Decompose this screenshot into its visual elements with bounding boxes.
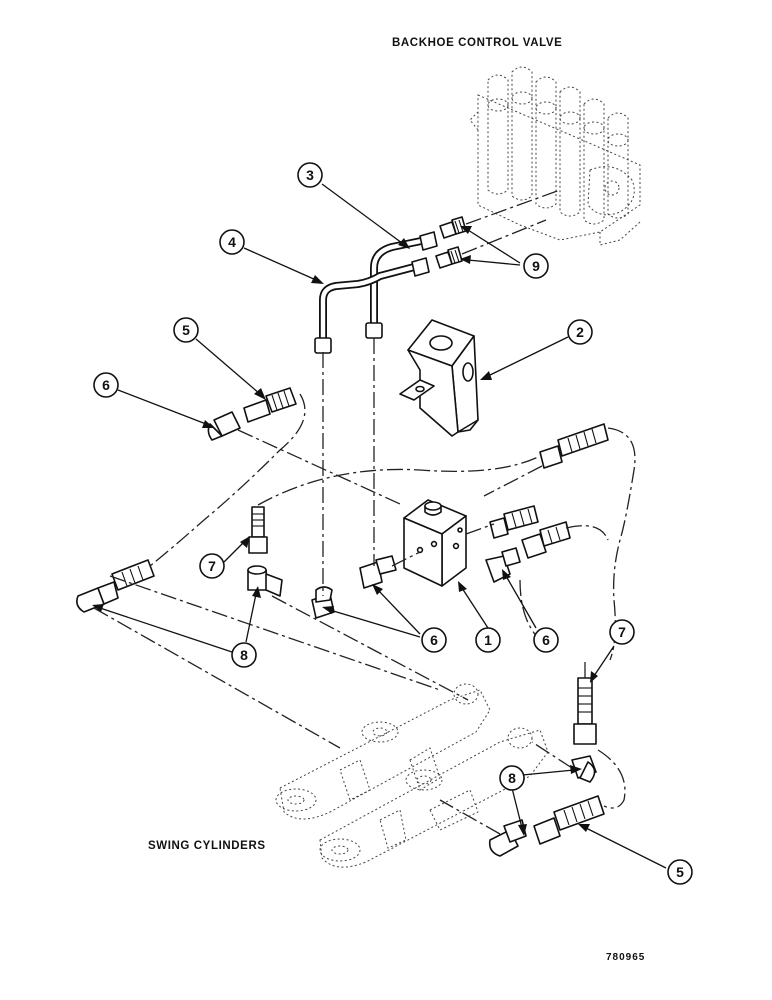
valve-block-1: [403, 499, 467, 587]
elbow-6-upper: [207, 411, 241, 441]
callout-leaders: [92, 183, 667, 869]
callout-7-left-number: 7: [208, 558, 216, 574]
callout-6-center-number: 6: [430, 632, 438, 648]
hose-fitting-5-lower: [533, 795, 605, 845]
callout-3: 3: [297, 162, 323, 188]
hose-fitting-block-right-1: [489, 505, 539, 539]
callout-5-lower: 5: [667, 859, 693, 885]
callout-7-left: 7: [199, 553, 225, 579]
drawing-code: 780965: [606, 952, 645, 963]
adapter-9-upper: [439, 216, 467, 239]
callout-9-number: 9: [532, 258, 540, 274]
callout-5-upper: 5: [173, 317, 199, 343]
adapter-9-lower: [435, 246, 463, 269]
centerline-valve-lower: [461, 219, 547, 255]
callout-6-right: 6: [533, 627, 559, 653]
callout-5-lower-number: 5: [676, 864, 684, 880]
fitting-7-left: [248, 506, 268, 554]
callout-4-number: 4: [228, 234, 236, 250]
callout-7-right-number: 7: [618, 624, 626, 640]
callout-2-number: 2: [576, 324, 584, 340]
centerline-valve-upper: [465, 189, 561, 225]
callout-8-left: 8: [231, 642, 257, 668]
elbow-8-right-upper: [571, 755, 597, 783]
elbow-8-left: [76, 559, 155, 613]
callout-7-right: 7: [609, 619, 635, 645]
title-backhoe-control-valve: BACKHOE CONTROL VALVE: [392, 37, 562, 49]
callout-8-right: 8: [499, 765, 525, 791]
callout-3-number: 3: [306, 167, 314, 183]
callout-8-left-number: 8: [240, 647, 248, 663]
hose-routes: [93, 338, 636, 835]
callout-5-upper-number: 5: [182, 322, 190, 338]
hose-fitting-upper-right: [539, 423, 609, 469]
callout-2: 2: [567, 319, 593, 345]
hose-fitting-block-right-2: [521, 521, 571, 559]
callout-9: 9: [523, 253, 549, 279]
elbow-6-lower-center: [359, 555, 397, 589]
callout-6-upper: 6: [93, 372, 119, 398]
tube-3: [365, 231, 438, 339]
fitting-7-right: [573, 677, 597, 745]
label-swing-cylinders: SWING CYLINDERS: [148, 840, 266, 852]
callout-6-upper-number: 6: [102, 377, 110, 393]
hose-fitting-5-upper: [243, 387, 297, 423]
backhoe-control-valve: [469, 66, 641, 246]
bracket-2: [399, 319, 479, 437]
callout-1-number: 1: [484, 632, 492, 648]
callout-6-right-number: 6: [542, 632, 550, 648]
tube-4: [314, 257, 430, 354]
callout-1: 1: [475, 627, 501, 653]
swing-cylinders: [275, 683, 549, 868]
tee-8-center: [247, 565, 283, 597]
callout-8-right-number: 8: [508, 770, 516, 786]
callout-6-center: 6: [421, 627, 447, 653]
callout-4: 4: [219, 229, 245, 255]
elbow-6-lower-left: [311, 586, 335, 619]
